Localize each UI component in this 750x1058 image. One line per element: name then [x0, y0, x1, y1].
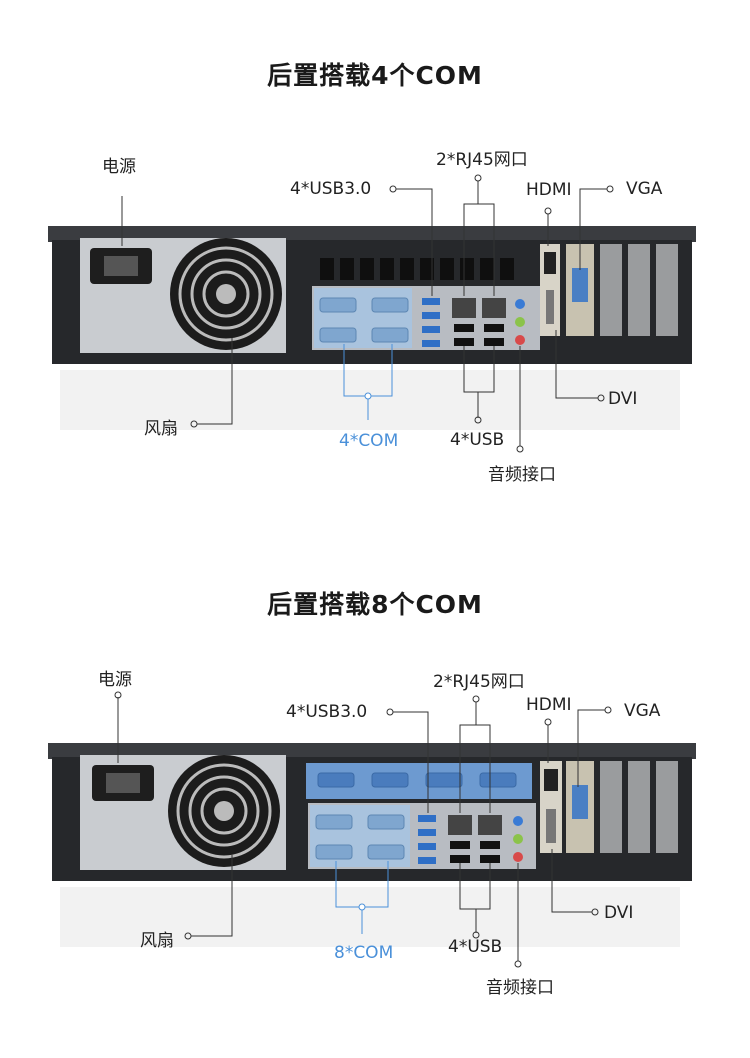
chassis-illustration	[48, 691, 696, 968]
label-vga: VGA	[626, 179, 663, 199]
label-usb30: 4*USB3.0	[286, 702, 368, 722]
label-com: 8*COM	[334, 943, 394, 963]
panel-8com: 后置搭载8个COM	[0, 529, 750, 1058]
label-com: 4*COM	[339, 431, 399, 451]
panel-4com: 后置搭载4个COM	[48, 61, 696, 485]
label-power: 电源	[98, 670, 132, 690]
label-usb: 4*USB	[450, 430, 505, 450]
label-dvi: DVI	[604, 903, 634, 923]
label-audio: 音频接口	[488, 465, 556, 485]
label-fan: 风扇	[144, 419, 178, 439]
label-fan: 风扇	[140, 931, 174, 951]
label-usb30: 4*USB3.0	[290, 179, 372, 199]
label-rj45: 2*RJ45网口	[436, 150, 528, 170]
label-rj45: 2*RJ45网口	[433, 672, 525, 692]
label-audio: 音频接口	[486, 978, 554, 998]
panel-title: 后置搭载4个COM	[267, 61, 483, 90]
label-vga: VGA	[624, 701, 661, 721]
chassis-illustration	[48, 174, 696, 453]
label-power: 电源	[102, 157, 136, 177]
label-hdmi: HDMI	[526, 695, 572, 715]
label-hdmi: HDMI	[526, 180, 572, 200]
label-dvi: DVI	[608, 389, 638, 409]
panel-title: 后置搭载8个COM	[267, 590, 483, 619]
label-usb: 4*USB	[448, 937, 503, 957]
